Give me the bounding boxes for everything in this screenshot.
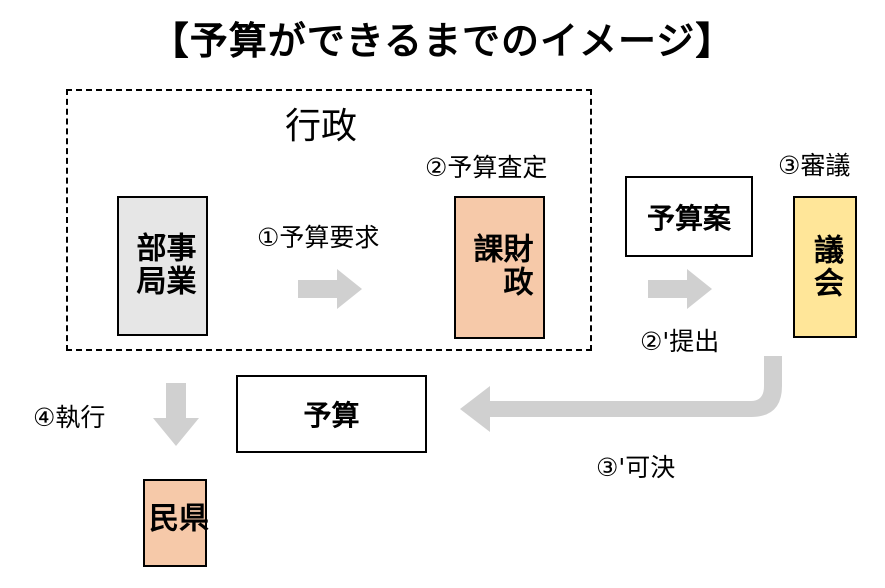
submission-arrow xyxy=(648,269,712,309)
assembly-label: 議会 xyxy=(808,234,843,300)
business-dept-box: 事業部局 xyxy=(117,196,208,336)
finance-div-box: 財政課 xyxy=(454,196,545,339)
business-dept-label: 事業部局 xyxy=(130,232,196,298)
step-assessment-label: ②予算査定 xyxy=(425,153,548,182)
step-submission-label: ②'提出 xyxy=(640,327,720,356)
approval-arrow xyxy=(460,356,782,432)
citizens-box: 県民 xyxy=(143,479,208,567)
step-execution-label: ④執行 xyxy=(33,403,106,432)
execution-arrow xyxy=(153,383,199,446)
budget-box: 予算 xyxy=(236,375,427,453)
diagram-title: 【予算ができるまでのイメージ】 xyxy=(150,19,735,63)
assembly-box: 議会 xyxy=(793,196,857,338)
step-approval-label: ③'可決 xyxy=(596,453,676,482)
budget-proposal-box: 予算案 xyxy=(625,176,753,257)
step-deliberation-label: ③審議 xyxy=(778,151,851,180)
government-label: 行政 xyxy=(285,106,358,147)
request-arrow xyxy=(298,269,362,309)
step-request-label: ①予算要求 xyxy=(257,223,380,252)
finance-div-label: 財政課 xyxy=(467,232,533,299)
budget-proposal-label: 予算案 xyxy=(646,201,731,235)
citizens-label: 県民 xyxy=(143,502,208,535)
budget-label: 予算 xyxy=(303,399,360,432)
government-boundary xyxy=(66,89,592,351)
